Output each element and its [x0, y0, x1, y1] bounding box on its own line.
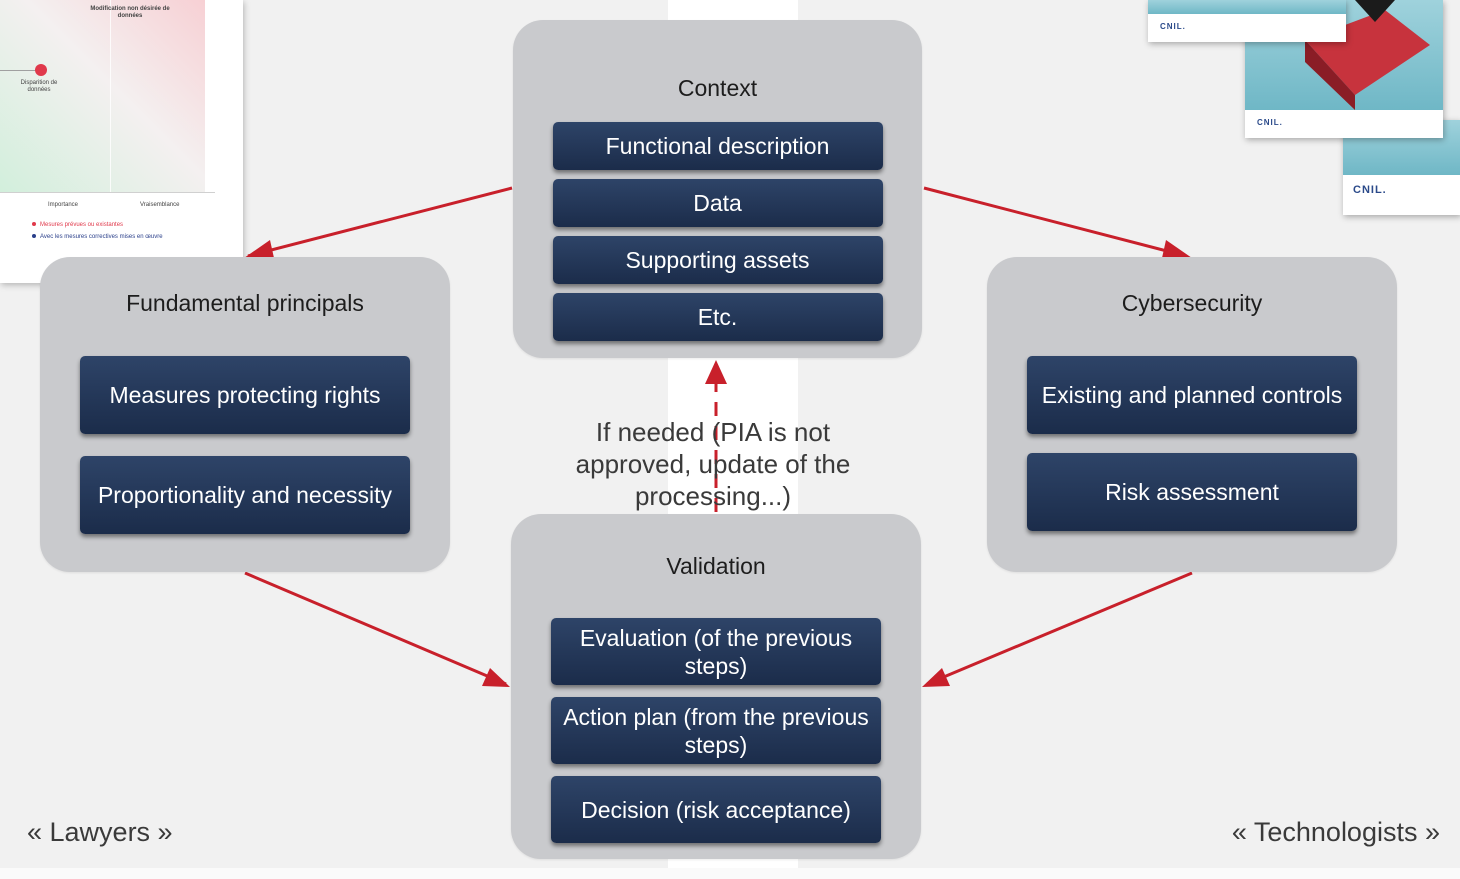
risk-legend-item-1: Mesures prévues ou existantes	[32, 222, 123, 229]
fundamental-item-measures-protecting-rights: Measures protecting rights	[80, 356, 410, 434]
cnil-guide-cover-strip	[1148, 0, 1346, 14]
risk-map-axis	[0, 192, 215, 193]
background-bottom	[0, 868, 1460, 879]
validation-title: Validation	[666, 553, 766, 579]
context-item-functional-description: Functional description	[552, 122, 883, 170]
context-panel: Context Functional description Data Supp…	[513, 20, 922, 358]
risk-axis-left-label: Importance	[48, 202, 79, 208]
context-item-supporting-assets: Supporting assets	[552, 236, 883, 284]
legend-dot-blue-icon	[32, 234, 36, 239]
validation-item-decision: Decision (risk acceptance)	[551, 776, 881, 843]
cover-shape-dark	[1305, 40, 1355, 110]
fundamental-principals-panel: Fundamental principals Measures protecti…	[40, 257, 450, 572]
risk-point-label: Disparition de données	[20, 80, 58, 93]
risk-map-heading: Modification non désirée de données	[90, 6, 170, 19]
risk-legend-text-1: Mesures prévues ou existantes	[40, 222, 124, 228]
cybersecurity-item-controls: Existing and planned controls	[1027, 356, 1357, 434]
risk-point-marker	[35, 64, 47, 76]
risk-map-guide-line	[0, 70, 40, 71]
cnil-logo: CNIL.	[1353, 184, 1387, 196]
risk-map-thumbnail: Modification non désirée de données Disp…	[0, 0, 243, 283]
arrow-context-to-fundamental	[244, 186, 513, 258]
lawyers-label: « Lawyers »	[27, 817, 173, 847]
risk-map-gradient	[0, 0, 205, 192]
feedback-note: If needed (PIA is not approved, update o…	[575, 417, 851, 511]
technologists-label: « Technologists »	[1231, 817, 1440, 847]
cybersecurity-panel: Cybersecurity Existing and planned contr…	[987, 257, 1397, 572]
risk-axis-right-label: Vraisemblance	[140, 202, 180, 208]
validation-item-evaluation: Evaluation (of the previous steps)	[551, 618, 881, 685]
validation-item-action-plan: Action plan (from the previous steps)	[551, 697, 881, 764]
risk-legend-text-2: Avec les mesures correctives mises en œu…	[40, 234, 163, 240]
cnil-logo-small: CNIL.	[1257, 118, 1283, 127]
fundamental-item-proportionality: Proportionality and necessity	[80, 456, 410, 534]
arrow-fundamental-to-validation	[244, 571, 510, 687]
arrow-validation-to-context-dashed	[705, 360, 727, 512]
arrow-context-to-cybersecurity	[923, 186, 1192, 258]
arrow-cybersecurity-to-validation	[922, 571, 1193, 687]
validation-panel: Validation Evaluation (of the previous s…	[511, 514, 921, 859]
risk-legend-item-2: Avec les mesures correctives mises en œu…	[32, 234, 163, 241]
cnil-logo-front: CNIL.	[1160, 22, 1186, 31]
context-item-etc: Etc.	[552, 293, 883, 341]
cover-shape-black	[1355, 0, 1395, 22]
cybersecurity-item-risk-assessment: Risk assessment	[1027, 453, 1357, 531]
cnil-guide-thumbnail-front: CNIL.	[1148, 0, 1346, 42]
cybersecurity-title: Cybersecurity	[1121, 290, 1263, 316]
context-item-data: Data	[552, 179, 883, 227]
fundamental-principals-title: Fundamental principals	[126, 290, 364, 316]
context-title: Context	[677, 75, 758, 101]
legend-dot-red-icon	[32, 222, 36, 227]
